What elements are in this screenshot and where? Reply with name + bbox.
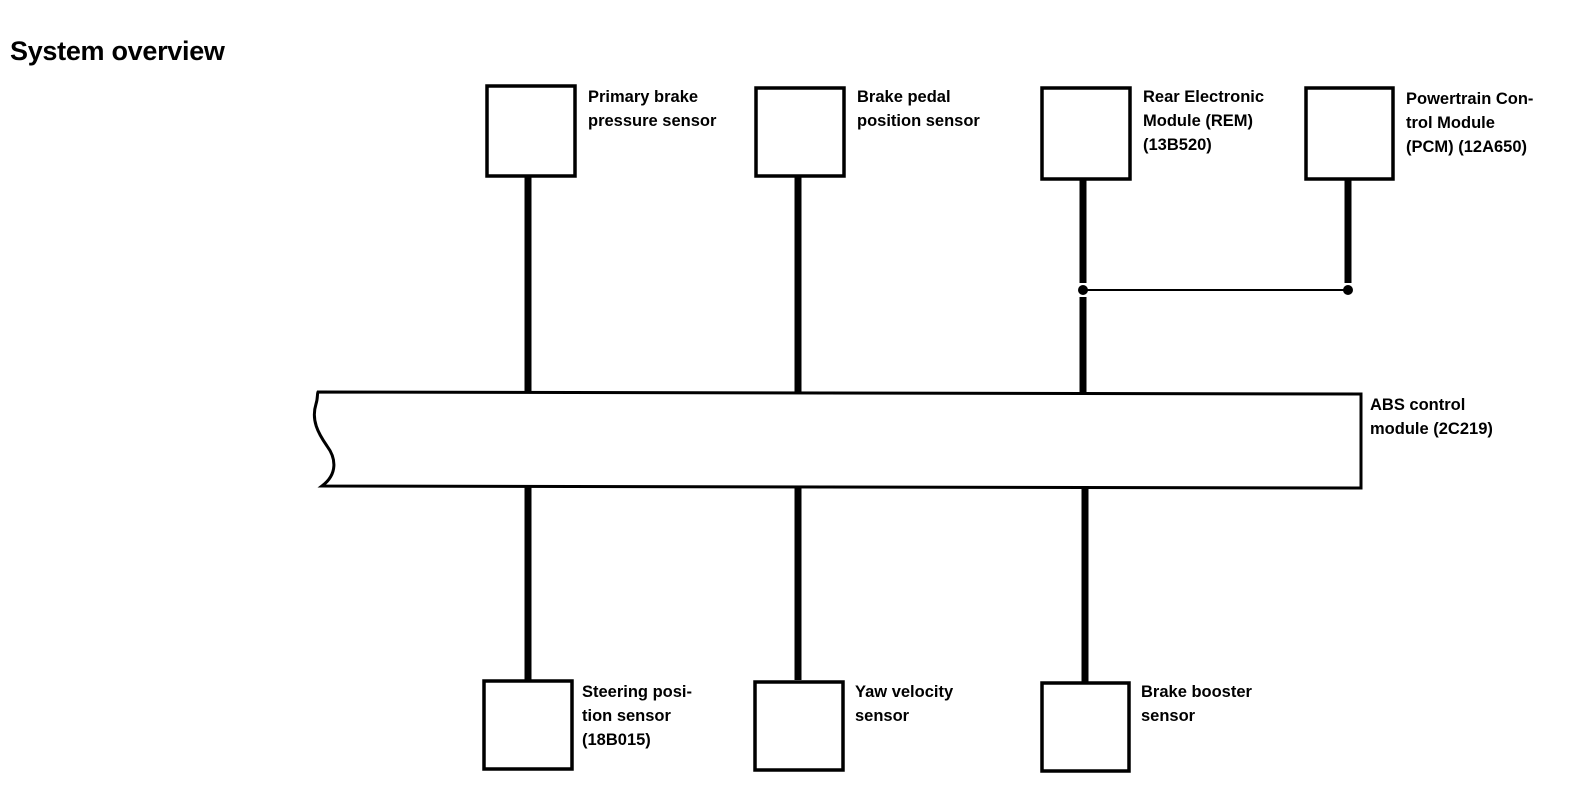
box-rear-electronic-module (1040, 86, 1132, 181)
box-primary-brake-pressure-sensor (485, 84, 577, 178)
label-abs-control-module: ABS control module (2C219) (1370, 396, 1493, 438)
junction-pcm (1343, 285, 1353, 295)
junction-rem (1078, 285, 1088, 295)
label-powertrain-control-module: Powertrain Con- trol Module (PCM) (12A65… (1406, 90, 1538, 156)
box-yaw-velocity-sensor (753, 680, 845, 772)
label-brake-booster-sensor: Brake booster sensor (1141, 683, 1257, 725)
box-steering-position-sensor (482, 679, 574, 771)
label-brake-pedal-position-sensor: Brake pedal position sensor (857, 88, 980, 130)
label-yaw-velocity-sensor: Yaw velocity sensor (855, 683, 958, 725)
page-title: System overview (10, 36, 225, 66)
abs-control-module-bus (312, 390, 1363, 490)
box-powertrain-control-module (1304, 86, 1395, 181)
label-primary-brake-pressure-sensor: Primary brake pressure sensor (588, 88, 717, 130)
box-brake-pedal-position-sensor (754, 86, 846, 178)
box-brake-booster-sensor (1040, 681, 1131, 773)
label-steering-position-sensor: Steering posi- tion sensor (18B015) (582, 683, 697, 749)
label-rear-electronic-module: Rear Electronic Module (REM) (13B520) (1143, 88, 1269, 154)
